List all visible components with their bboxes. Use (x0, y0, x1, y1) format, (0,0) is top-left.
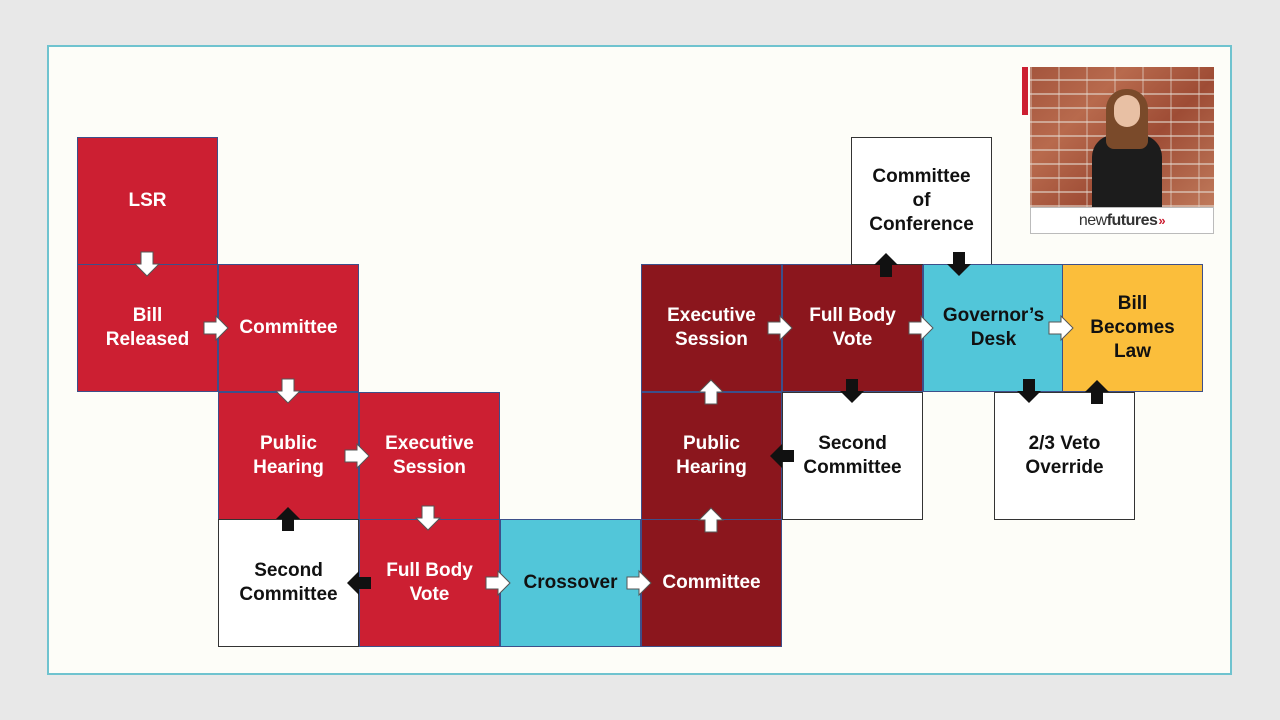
box-governors-desk-label: Governor’s Desk (942, 305, 1045, 350)
box-second-committee-1-label: Second Committee (239, 560, 338, 605)
box-veto-override: 2/3 Veto Override (994, 392, 1135, 520)
box-executive-session-1: Executive Session (359, 392, 500, 520)
box-veto-override-label: 2/3 Veto Override (1025, 433, 1104, 478)
box-crossover: Crossover (500, 519, 641, 647)
box-bill-becomes-law: Bill Becomes Law (1062, 264, 1203, 392)
box-bill-becomes-law-label: Bill Becomes Law (1090, 293, 1175, 362)
box-second-committee-2-label: Second Committee (803, 433, 902, 478)
box-public-hearing-2: Public Hearing (641, 392, 782, 520)
box-public-hearing-1-label: Public Hearing (253, 433, 324, 478)
accent-bar (1022, 67, 1028, 115)
box-public-hearing-2-label: Public Hearing (676, 433, 747, 478)
box-committee-1: Committee (218, 264, 359, 392)
box-crossover-label: Crossover (523, 572, 618, 593)
box-bill-released-label: Bill Released (105, 305, 190, 350)
box-committee-1-label: Committee (239, 317, 338, 338)
box-full-body-vote-1: Full Body Vote (359, 519, 500, 647)
box-public-hearing-1: Public Hearing (218, 392, 359, 520)
box-executive-session-1-label: Executive Session (385, 433, 474, 478)
box-executive-session-2-label: Executive Session (667, 305, 756, 350)
box-committee-2: Committee (641, 519, 782, 647)
box-full-body-vote-2: Full Body Vote (782, 264, 923, 392)
box-executive-session-2: Executive Session (641, 264, 782, 392)
box-governors-desk: Governor’s Desk (923, 264, 1064, 392)
box-committee-of-conference: Committee of Conference (851, 137, 992, 265)
box-bill-released: Bill Released (77, 264, 218, 392)
presenter-figure (1092, 89, 1162, 207)
box-second-committee-1: Second Committee (218, 519, 359, 647)
box-lsr-label: LSR (128, 190, 167, 211)
box-committee-of-conference-label: Committee of Conference (869, 166, 974, 235)
box-second-committee-2: Second Committee (782, 392, 923, 520)
box-committee-2-label: Committee (662, 572, 761, 593)
box-full-body-vote-1-label: Full Body Vote (386, 560, 473, 605)
presenter-image (1030, 67, 1214, 207)
box-lsr: LSR (77, 137, 218, 265)
box-full-body-vote-2-label: Full Body Vote (809, 305, 896, 350)
